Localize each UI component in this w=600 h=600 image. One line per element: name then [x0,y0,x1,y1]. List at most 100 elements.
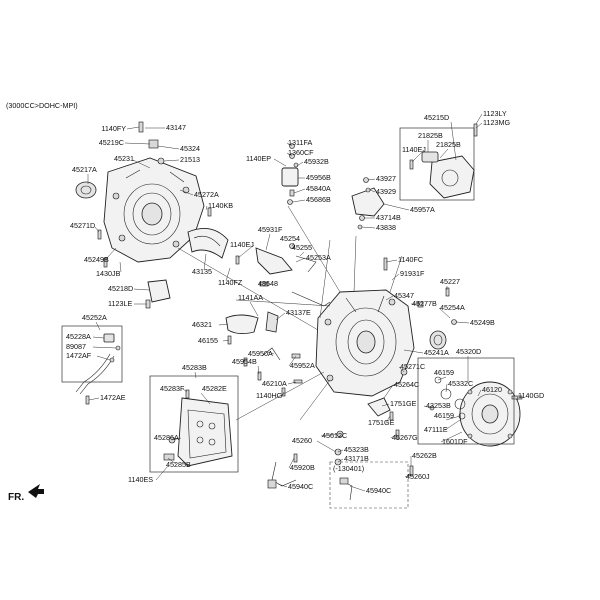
part-callout-label: (-130401) [333,464,364,473]
leader-line [369,189,376,193]
case-seal-part [429,330,447,350]
part-callout-label: 46159 [434,368,454,377]
leader-line [225,267,231,282]
oil-seal-part [75,181,97,199]
leader-line [157,145,180,150]
part-callout-label: 1140FC [398,255,423,264]
leader-line [286,152,293,157]
part-callout-label: 45260 [292,436,312,445]
part-callout-label: 1123LE [108,299,132,308]
lever-assembly-part [351,177,385,230]
part-callout-label: 1472AE [100,393,126,402]
leader-line [119,261,122,273]
leader-line [133,288,150,291]
leader-line [516,395,519,401]
filter-screen-part [225,311,281,367]
part-callout-label: 45254 [280,234,300,243]
leader-line [96,355,111,361]
part-callout-label: 43253B [426,401,451,410]
part-callout-label: 45954B [232,357,257,366]
leader-line [237,244,255,259]
part-callout-label: 45940C [288,482,313,491]
part-callout-label: 46155 [198,336,218,345]
leader-line [155,465,169,481]
part-callout-label: 45283B [182,363,207,372]
part-callout-label: 43147 [166,123,186,132]
oil-pan-detail-box [149,375,239,473]
part-callout-label: 43929 [376,187,396,196]
part-callout-label: 1751GE [368,418,395,427]
assembly-guide-line [319,239,331,319]
part-callout-label: 1140HG [256,391,283,400]
leader-line [218,323,229,326]
part-callout-label: 45320D [456,347,481,356]
part-callout-label: 1140GD [518,391,544,400]
assembly-guide-line [299,379,331,421]
part-callout-label: 45254A [440,303,465,312]
leader-line [179,189,194,196]
oil-pan-part [163,389,233,467]
leader-line [167,457,177,465]
leader-line [95,321,101,331]
part-callout-label: 45332C [448,379,473,388]
part-callout-label: 21825B [436,140,461,149]
leader-line [391,273,400,281]
part-callout-label: 45249B [470,318,495,327]
leader-line [455,321,470,324]
leader-line [438,307,451,319]
part-callout-label: 1430JB [96,269,121,278]
part-callout-label: 45271D [70,221,95,230]
part-callout-label: 45262B [412,451,437,460]
sleeve-part [187,227,229,259]
part-callout-label: 45217A [72,165,97,174]
part-callout-label: 45272A [194,190,219,199]
leader-line [361,226,376,229]
part-callout-label: 45227 [440,277,460,286]
leader-line [291,242,295,247]
leader-line [267,351,275,355]
part-callout-label: 21825B [418,131,443,140]
part-callout-label: 43838 [376,223,396,232]
leader-line [385,295,394,301]
leader-line [273,158,287,167]
mount-bracket-part [145,279,171,309]
rear-cover-part [459,381,523,447]
leader-line [94,226,100,233]
leader-line [292,199,306,203]
part-callout-label: 45952A [290,361,315,370]
part-callout-label: 45686B [306,195,331,204]
part-callout-label: 1123MG [483,118,510,127]
leader-line [367,178,376,181]
part-callout-label: 45264C [394,380,419,389]
assembly-guide-line [287,205,341,293]
leader-line [200,392,211,405]
engine-spec-header: (3000CC>DOHC-MPI) [6,101,78,110]
part-callout-label: 43137E [286,308,311,317]
part-callout-label: 45931F [258,225,283,234]
assembly-guide-line [389,255,403,293]
leader-line [277,483,288,488]
part-callout-label: 45612C [322,431,347,440]
revision-dashed-box [329,461,409,509]
leader-line [316,440,337,453]
part-callout-label: 46159 [434,411,454,420]
leader-line [445,415,461,421]
leader-line [381,403,390,407]
part-callout-label: 45249B [84,255,109,264]
part-callout-label: 45283F [160,384,185,393]
leader-line [349,485,366,492]
leader-line [275,312,286,321]
part-callout-label: 46321 [192,320,212,329]
front-direction-arrow-icon [28,484,44,498]
bell-housing-part [103,157,205,263]
leader-line [445,383,448,393]
part-callout-label: 45252A [82,313,107,322]
lever-bracket-part [367,397,400,440]
leader-line [385,415,391,424]
part-callout-label: 45255 [292,243,312,252]
leader-line [383,384,394,399]
leader-line [403,349,424,354]
part-callout-label: 1360CF [288,148,314,157]
leader-line [423,405,433,409]
part-callout-label: 43714B [376,213,401,222]
